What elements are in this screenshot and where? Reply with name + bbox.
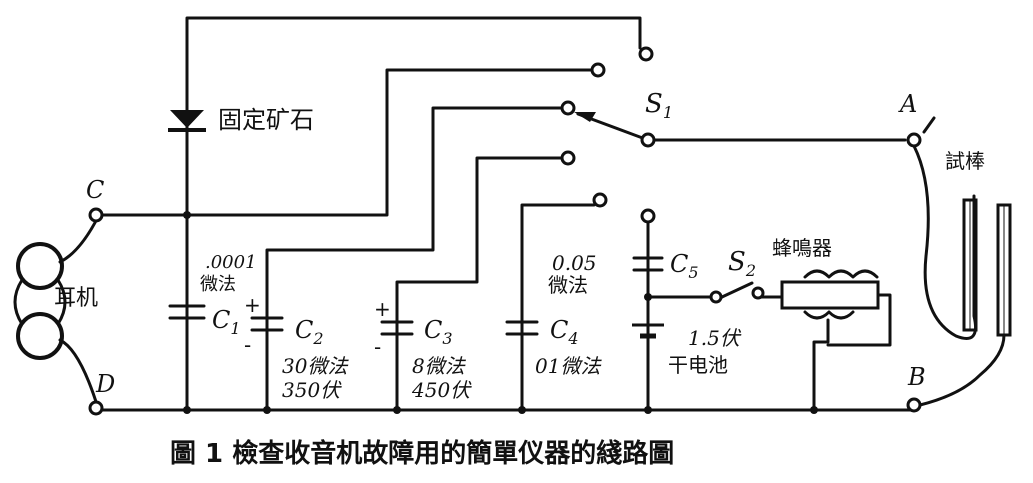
node-c-label: C — [86, 176, 104, 204]
c1-label: C1 — [212, 306, 241, 338]
c2-value-1: 30微法 — [282, 354, 349, 378]
c1-value-2: 微法 — [200, 274, 236, 295]
probe-label: 試棒 — [945, 149, 985, 173]
terminal-b — [906, 397, 922, 413]
s2-label: S2 — [728, 247, 756, 280]
terminal-d — [88, 400, 104, 416]
c3-value-1: 8微法 — [412, 354, 467, 378]
buzzer-label: 蜂鳴器 — [772, 236, 832, 260]
s1-label: S1 — [645, 89, 673, 122]
c4-value: 01微法 — [535, 354, 602, 378]
c1-value-1: .0001 — [205, 252, 257, 273]
c5-value-2: 微法 — [548, 273, 588, 297]
s1-terminals — [560, 46, 765, 304]
earphone-symbol — [13, 215, 100, 410]
c3-value-2: 450伏 — [411, 378, 472, 402]
terminal-a — [906, 132, 922, 148]
c3-label: C3 — [424, 316, 453, 348]
figure-caption: 圖 1 檢查收音机故障用的簡單仪器的綫路圖 — [170, 438, 674, 469]
node-d-label: D — [95, 370, 115, 398]
c3-minus: - — [374, 335, 381, 359]
c2-value-2: 350伏 — [282, 378, 342, 402]
wire-c2 — [265, 106, 564, 412]
battery-label-2: 干电池 — [668, 353, 728, 377]
c2-minus: - — [244, 333, 251, 357]
node-b-label: B — [907, 363, 926, 391]
s1-arrow — [574, 112, 596, 122]
battery-label-1: 1.5伏 — [688, 326, 742, 350]
plug-a — [922, 116, 936, 134]
node-a-label: A — [898, 90, 917, 118]
c4-label: C4 — [550, 316, 579, 348]
c5-value-1: 0.05 — [552, 251, 597, 275]
test-probes — [912, 144, 1012, 407]
c3-plus: + — [374, 297, 391, 321]
buzzer-symbol — [780, 269, 892, 412]
terminal-c — [88, 207, 104, 223]
diode-symbol — [168, 110, 206, 132]
junction-dots — [183, 211, 818, 414]
earphone-label: 耳机 — [54, 286, 98, 311]
c2-plus: + — [244, 293, 261, 317]
s2-blade — [720, 281, 754, 299]
wire-c3 — [395, 156, 564, 412]
wire-c4 — [520, 203, 596, 412]
wire-c-line — [96, 68, 594, 217]
c2-label: C2 — [295, 316, 324, 348]
c5-label: C5 — [670, 250, 699, 282]
diode-label: 固定矿石 — [218, 106, 314, 134]
